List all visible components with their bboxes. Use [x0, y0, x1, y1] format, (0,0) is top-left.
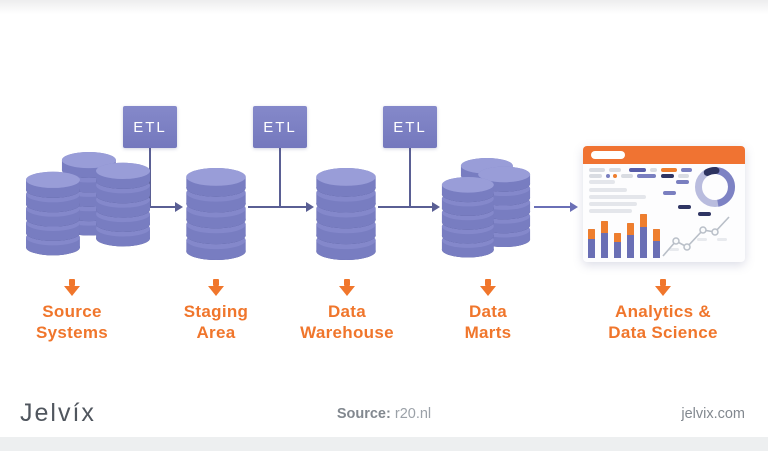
- dashboard-pill: [698, 212, 711, 216]
- stage-label-line1: Source: [42, 302, 102, 321]
- flow-line-3: [378, 206, 432, 208]
- line-chart-icon: [662, 216, 730, 257]
- jelvix-logo: Jelvíx: [20, 399, 96, 427]
- dashboard-pill: [613, 174, 617, 178]
- mini-bar: [614, 233, 621, 258]
- down-arrow-icon: [208, 279, 224, 296]
- source-systems-database-stack-icon: [24, 152, 152, 258]
- dashboard-header-bar: [583, 146, 745, 164]
- dashboard-text-line: [589, 195, 646, 199]
- etl-box-2: ETL: [253, 106, 307, 148]
- dashboard-pill: [609, 168, 621, 172]
- dashboard-pill: [621, 174, 633, 178]
- mini-bar-chart: [588, 212, 660, 258]
- dashboard-pill: [629, 168, 646, 172]
- dashboard-pill: [661, 168, 677, 172]
- dashboard-pill: [589, 180, 615, 184]
- mini-bar: [640, 214, 647, 258]
- stage-label-line1: Data: [468, 302, 508, 321]
- dashboard-logo-pill: [591, 151, 625, 159]
- mini-bar: [588, 229, 595, 258]
- flow-arrow-1-icon: [175, 202, 183, 212]
- stage-label-data-warehouse: Data Warehouse: [277, 279, 417, 343]
- stage-label-source-systems: Source Systems: [12, 279, 132, 343]
- dashboard-text-line: [589, 188, 627, 192]
- dashboard-pill: [663, 191, 676, 195]
- down-arrow-icon: [655, 279, 671, 296]
- dashboard-pill: [681, 168, 692, 172]
- bottom-border-strip: [0, 437, 768, 451]
- flow-arrow-3-icon: [432, 202, 440, 212]
- etl3-connector-line: [409, 148, 411, 207]
- mini-bar: [627, 223, 634, 258]
- dashboard-pill: [678, 174, 689, 178]
- etl-box-1: ETL: [123, 106, 177, 148]
- stage-label-line2: Marts: [464, 323, 512, 342]
- flow-line-1: [150, 206, 175, 208]
- flow-arrow-2-icon: [306, 202, 314, 212]
- etl1-connector-line: [149, 148, 151, 207]
- source-attribution: Source: r20.nl: [0, 406, 768, 422]
- stage-label-analytics-data-science: Analytics & Data Science: [581, 279, 745, 343]
- stage-label-line1: Data: [327, 302, 367, 321]
- etl-box-3: ETL: [383, 106, 437, 148]
- etl-box-1-label: ETL: [133, 118, 167, 136]
- down-arrow-icon: [339, 279, 355, 296]
- website-url: jelvix.com: [681, 406, 745, 422]
- dashboard-pill: [589, 174, 602, 178]
- flow-line-2: [248, 206, 306, 208]
- analytics-dashboard-illustration: [583, 146, 745, 262]
- stage-label-line2: Area: [196, 323, 236, 342]
- source-label: Source:: [336, 406, 391, 422]
- stage-label-line1: Analytics &: [615, 302, 711, 321]
- donut-chart-icon: [695, 167, 735, 207]
- top-border-strip: [0, 0, 768, 14]
- source-value: r20.nl: [394, 406, 432, 422]
- stage-label-data-marts: Data Marts: [430, 279, 546, 343]
- flow-arrow-4-icon: [570, 202, 578, 212]
- mini-bar: [653, 229, 660, 258]
- down-arrow-icon: [480, 279, 496, 296]
- data-warehouse-database-icon: [314, 168, 378, 261]
- down-arrow-icon: [64, 279, 80, 296]
- dashboard-pill: [589, 168, 605, 172]
- dashboard-pill: [661, 174, 674, 178]
- dashboard-text-line: [589, 209, 632, 213]
- etl-box-3-label: ETL: [393, 118, 427, 136]
- dashboard-pill: [676, 180, 689, 184]
- stage-label-staging-area: Staging Area: [156, 279, 276, 343]
- dashboard-pill: [637, 174, 656, 178]
- dashboard-text-line: [589, 202, 637, 206]
- stage-label-line1: Staging: [183, 302, 249, 321]
- stage-label-line2: Systems: [35, 323, 109, 342]
- stage-label-line2: Data Science: [608, 323, 718, 342]
- flow-line-4: [534, 206, 570, 208]
- stage-label-line2: Warehouse: [300, 323, 394, 342]
- dashboard-pill: [650, 168, 657, 172]
- dashboard-pill: [606, 174, 610, 178]
- etl2-connector-line: [279, 148, 281, 207]
- staging-area-database-icon: [184, 168, 248, 261]
- mini-bar: [601, 221, 608, 258]
- dashboard-pill: [678, 205, 691, 209]
- data-marts-database-stack-icon: [440, 158, 532, 260]
- etl-box-2-label: ETL: [263, 118, 297, 136]
